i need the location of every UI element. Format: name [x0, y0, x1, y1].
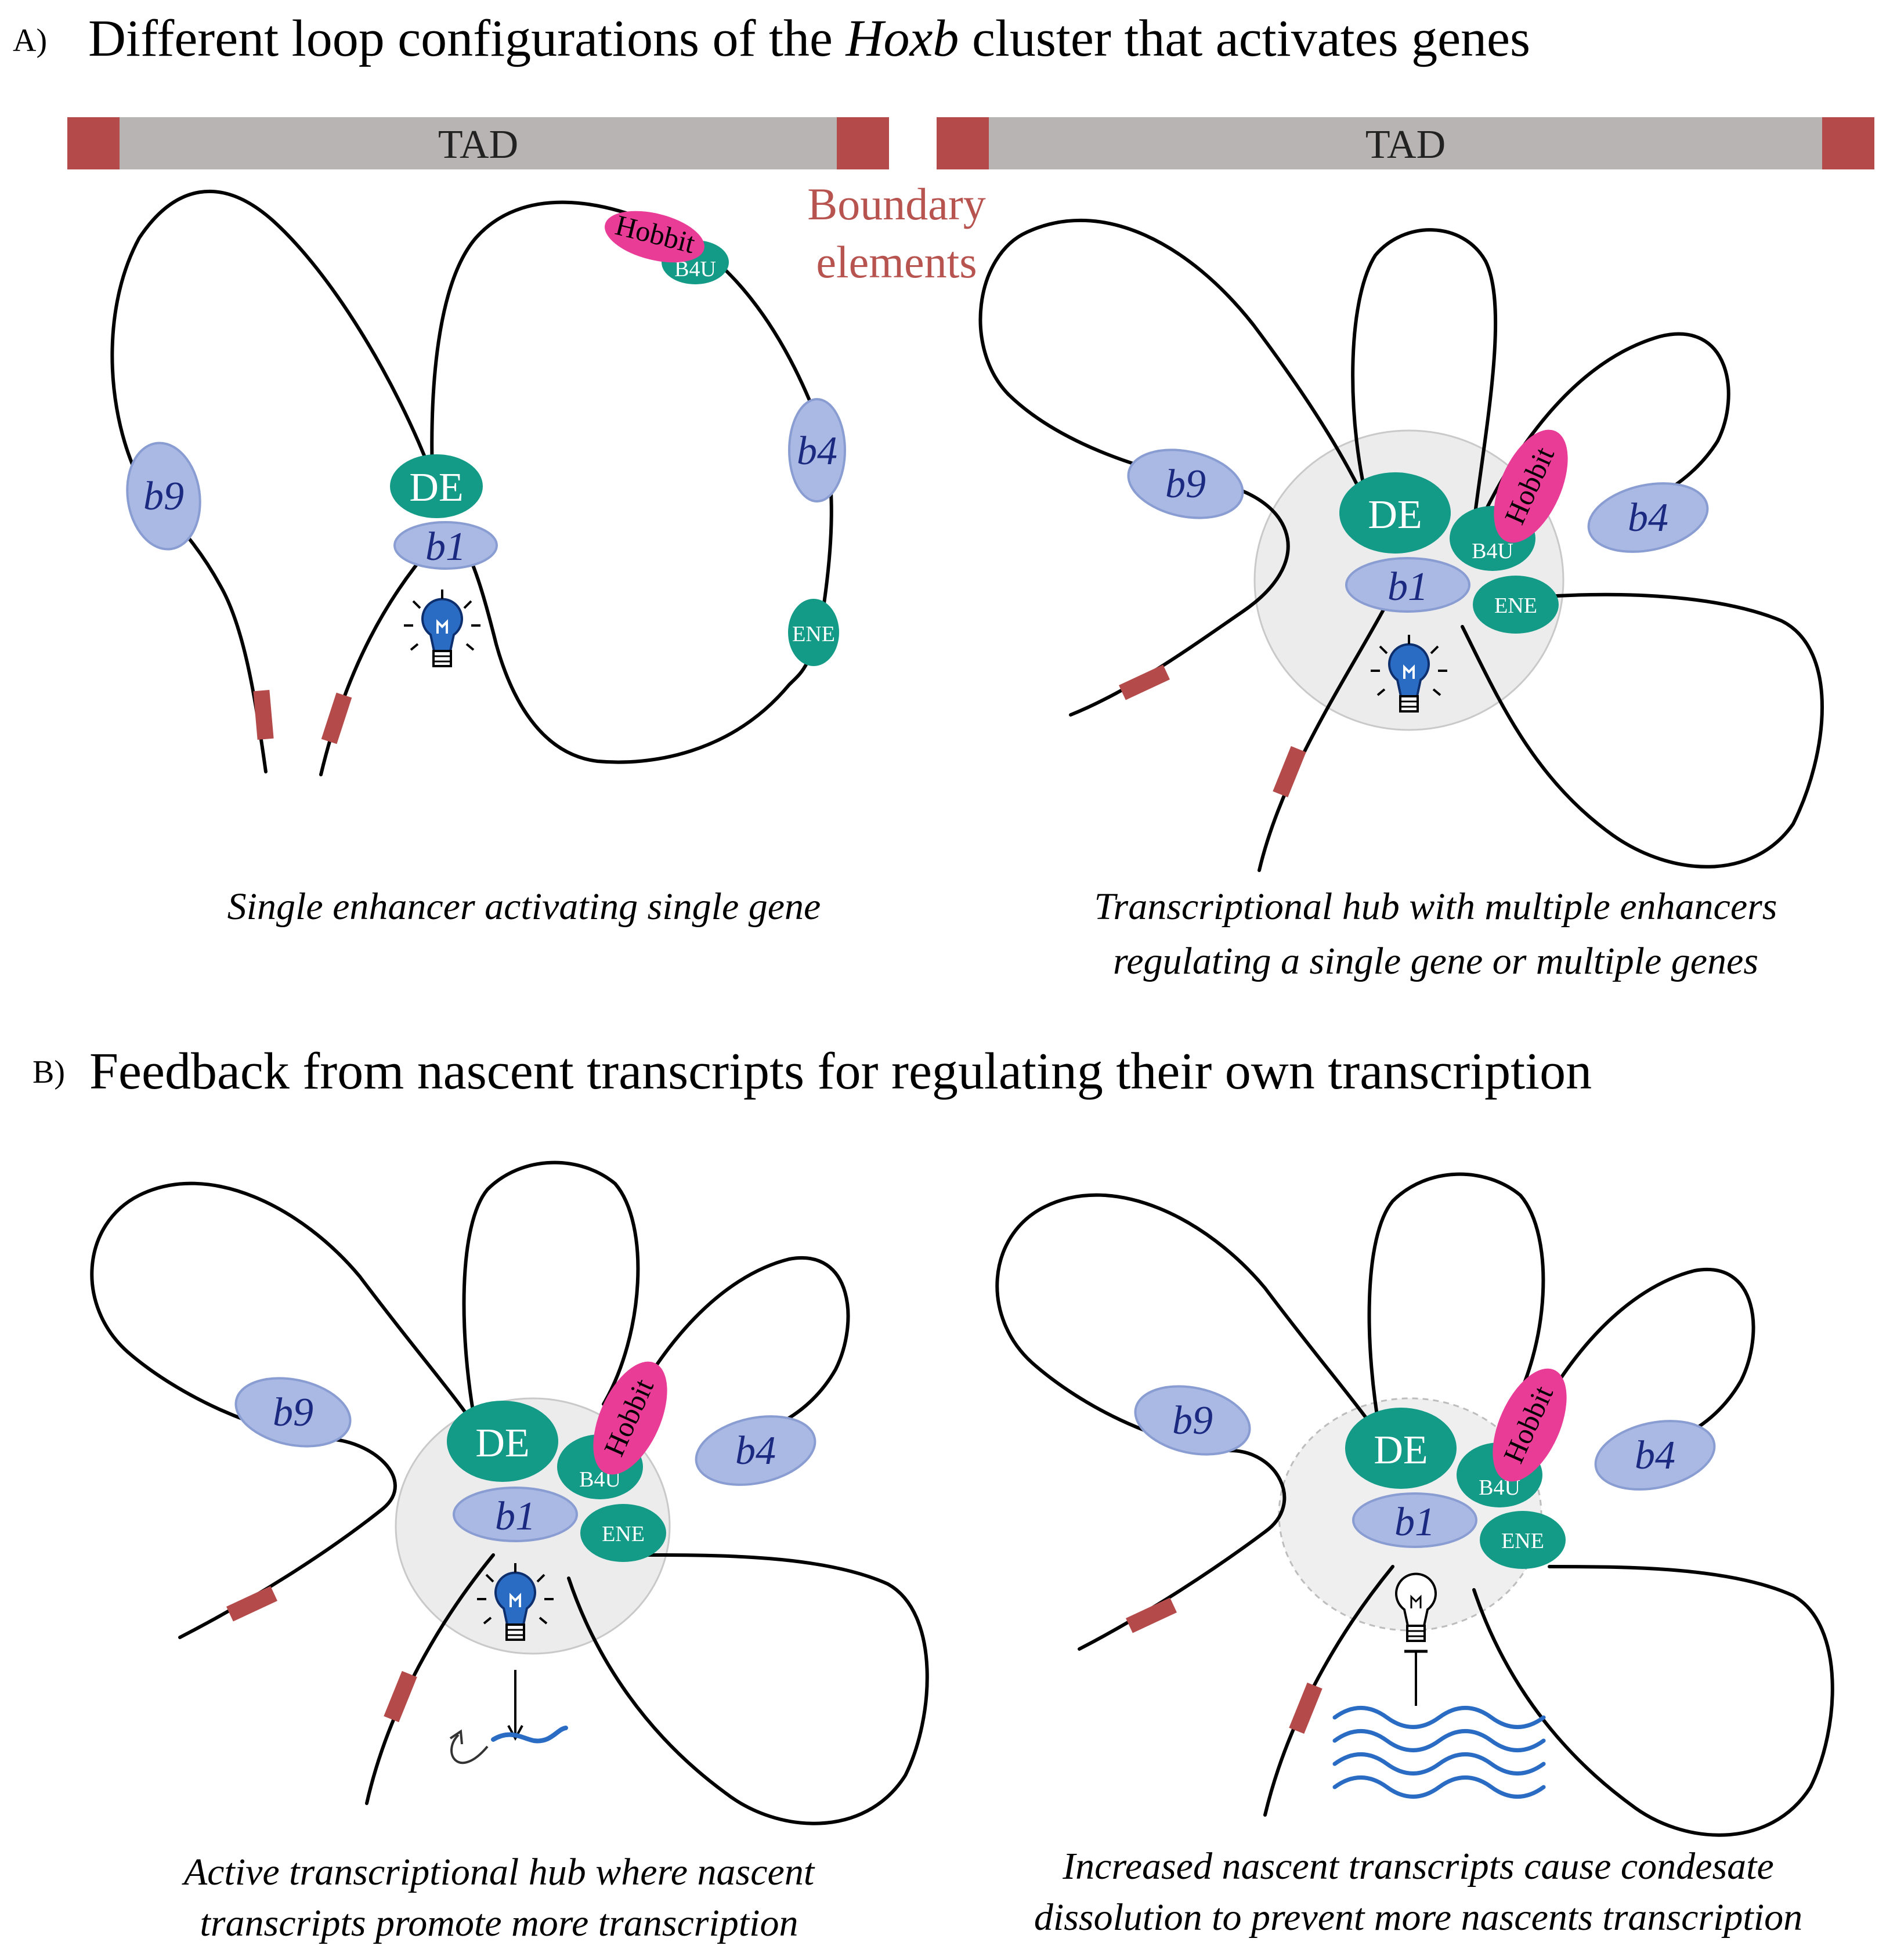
boundary-element [1289, 1682, 1323, 1734]
svg-text:ENE: ENE [1501, 1529, 1544, 1553]
gene-b9: b9 [1134, 1385, 1251, 1456]
caption-dissolution-line1: Increased nascent transcripts cause cond… [1062, 1845, 1774, 1887]
lightbulb-active-icon [403, 588, 482, 667]
lncrna-hobbit: Hobbit [605, 208, 704, 263]
caption-active-hub-line2: transcripts promote more transcription [200, 1902, 798, 1944]
svg-text:b9: b9 [1172, 1398, 1213, 1443]
config-active-hub: b9 DE B4U Hobbit b4 b1 ENE [90, 1160, 929, 1825]
feedback-arrow-icon [449, 1729, 489, 1764]
config-single-enhancer: b9 DE b1 B4U Hobbit b4 ENE [110, 189, 846, 776]
svg-text:b4: b4 [797, 429, 837, 473]
nascent-transcripts-icon [1332, 1706, 1546, 1799]
enhancer-ene: ENE [788, 599, 839, 666]
boundary-element [1273, 746, 1306, 798]
svg-text:DE: DE [1368, 493, 1422, 537]
enhancer-ene: ENE [1480, 1511, 1566, 1569]
nascent-transcript-icon [491, 1726, 568, 1744]
svg-text:b4: b4 [1628, 496, 1668, 540]
svg-text:ENE: ENE [1494, 594, 1537, 618]
svg-text:b1: b1 [425, 525, 466, 569]
svg-text:ENE: ENE [792, 622, 835, 646]
svg-text:b1: b1 [495, 1494, 536, 1539]
config-hub: b9 DE B4U Hobbit b4 b1 ENE [978, 218, 1824, 872]
svg-text:b1: b1 [1387, 565, 1428, 609]
svg-text:b1: b1 [1394, 1500, 1435, 1545]
boundary-element [253, 689, 274, 740]
svg-text:b4: b4 [1635, 1433, 1675, 1478]
panel-a-title: Different loop configurations of the Hox… [88, 10, 1530, 67]
tad-bar-right: TAD [937, 117, 1874, 169]
enhancer-de: DE [1345, 1408, 1457, 1489]
arrow-down-icon [507, 1670, 523, 1741]
boundary-element [321, 692, 352, 744]
enhancer-ene: ENE [1473, 576, 1559, 634]
panel-b-label: B) [32, 1054, 65, 1090]
svg-text:b9: b9 [1165, 462, 1206, 507]
svg-text:DE: DE [475, 1421, 529, 1466]
panel-b-title: Feedback from nascent transcripts for re… [89, 1043, 1592, 1100]
enhancer-de: DE [1339, 472, 1451, 554]
caption-dissolution-line2: dissolution to prevent more nascents tra… [1034, 1896, 1802, 1939]
boundary-element [384, 1670, 417, 1723]
svg-text:ENE: ENE [602, 1522, 645, 1546]
svg-text:DE: DE [1374, 1428, 1428, 1473]
enhancer-de: DE [447, 1401, 558, 1482]
boundary-elements-label-line1: Boundary [807, 179, 986, 229]
caption-single-enhancer: Single enhancer activating single gene [227, 885, 821, 928]
gene-b9: b9 [126, 442, 201, 551]
tad-label: TAD [1365, 122, 1446, 167]
boundary-element [837, 117, 889, 169]
svg-text:B4U: B4U [1472, 539, 1513, 563]
caption-hub-line1: Transcriptional hub with multiple enhanc… [1094, 885, 1777, 928]
enhancer-ene: ENE [580, 1504, 666, 1562]
enhancer-de: DE [390, 454, 483, 518]
inhibition-bar-icon [1404, 1650, 1428, 1706]
tad-label: TAD [438, 122, 518, 167]
boundary-element [226, 1586, 277, 1622]
gene-b4: b4 [1587, 482, 1709, 553]
caption-hub-line2: regulating a single gene or multiple gen… [1113, 940, 1758, 982]
boundary-element [1126, 1597, 1177, 1633]
gene-b4: b4 [1594, 1420, 1716, 1491]
boundary-element [1119, 664, 1170, 700]
gene-b1: b1 [1352, 1492, 1477, 1548]
svg-text:b9: b9 [143, 474, 184, 519]
gene-b9: b9 [1127, 449, 1244, 519]
gene-b4: b4 [695, 1415, 816, 1486]
boundary-element [1822, 117, 1874, 169]
boundary-elements-label-line2: elements [816, 237, 977, 287]
boundary-element [937, 117, 989, 169]
config-dissolving-hub: b9 DE B4U Hobbit b4 b1 ENE [995, 1172, 1834, 1837]
gene-b9: b9 [234, 1377, 352, 1448]
gene-b1: b1 [1345, 557, 1470, 613]
svg-text:DE: DE [409, 465, 463, 510]
svg-text:b4: b4 [735, 1429, 776, 1473]
gene-b1: b1 [453, 1487, 578, 1542]
boundary-element [67, 117, 120, 169]
gene-b1: b1 [393, 521, 498, 570]
caption-active-hub-line1: Active transcriptional hub where nascent [182, 1851, 815, 1893]
gene-b4: b4 [788, 398, 846, 502]
panel-a-label: A) [13, 23, 47, 59]
tad-bar-left: TAD [67, 117, 889, 169]
svg-text:b9: b9 [273, 1390, 313, 1435]
